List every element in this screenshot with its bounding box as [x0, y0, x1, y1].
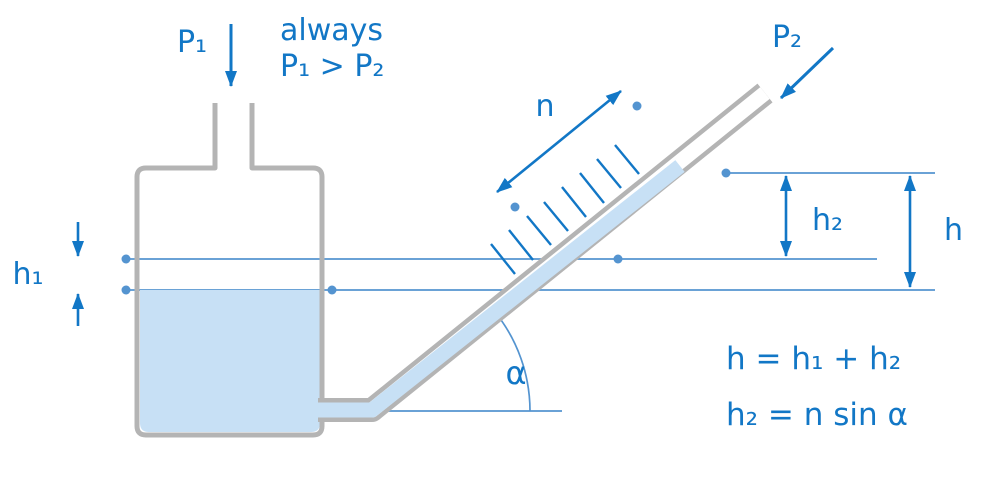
always-note-line2: P₁ > P₂: [280, 49, 384, 84]
scale-tick: [490, 243, 516, 275]
formula-slope-height: h₂ = n sin α: [726, 397, 908, 433]
level-dot: [721, 168, 731, 178]
scale-tick: [579, 172, 605, 204]
p1-label: P₁: [177, 25, 207, 60]
level-dot: [613, 254, 623, 264]
n-arrow: [496, 89, 622, 194]
alpha-label: α: [505, 354, 526, 392]
level-dot: [121, 285, 131, 295]
level-dot: [121, 254, 131, 264]
h2-label: h₂: [812, 203, 843, 238]
scale-tick: [526, 215, 552, 246]
inclined-tube-bore: [318, 87, 770, 418]
scale-tick: [614, 144, 640, 175]
reservoir-outline: [134, 103, 325, 438]
angle-arc: [494, 311, 531, 412]
reservoir-liquid: [140, 290, 320, 432]
p2-label: P₂: [772, 20, 802, 55]
p2-arrow: [779, 46, 835, 100]
n-scale-end-dot: [510, 202, 520, 212]
n-label: n: [535, 89, 554, 124]
level-dot: [327, 285, 337, 295]
n-scale-end-dot: [632, 101, 642, 111]
formula-total-height: h = h₁ + h₂: [726, 341, 901, 377]
always-note-line1: always: [280, 13, 383, 48]
inclined-tube-liquid: [318, 160, 685, 418]
scale-tick: [543, 201, 569, 232]
h1-label: h₁: [12, 257, 43, 292]
scale-tick: [508, 229, 534, 261]
scale-tick: [561, 186, 587, 218]
h-label: h: [944, 213, 963, 248]
scale-tick: [596, 158, 622, 189]
